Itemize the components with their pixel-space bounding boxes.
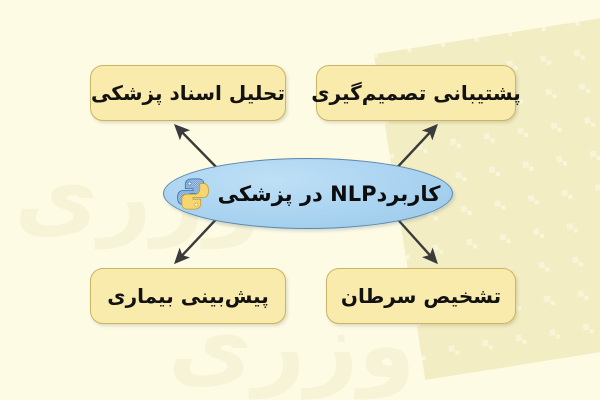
arrow-center-to-disease-prediction [174,212,223,265]
arrow-center-to-doc-analysis [173,123,223,174]
node-doc-analysis[interactable]: تحلیل اسناد پزشکی [90,65,286,121]
node-disease-prediction-label: پیش‌بینی بیماری [107,284,269,308]
node-cancer-diagnosis-label: تشخیص سرطان [340,284,502,308]
node-doc-analysis-label: تحلیل اسناد پزشکی [91,81,285,105]
arrow-center-to-cancer-diagnosis [391,212,438,265]
node-decision-support-label: پشتیبانی تصمیم‌گیری [311,81,521,105]
node-cancer-diagnosis[interactable]: تشخیص سرطان [326,268,516,324]
node-center-topic-label: کاربردNLP در پزشکی [217,181,441,206]
node-disease-prediction[interactable]: پیش‌بینی بیماری [90,268,286,324]
python-logo-icon [176,177,209,210]
node-center-topic[interactable]: کاربردNLP در پزشکی [163,158,453,229]
node-decision-support[interactable]: پشتیبانی تصمیم‌گیری [311,65,521,121]
